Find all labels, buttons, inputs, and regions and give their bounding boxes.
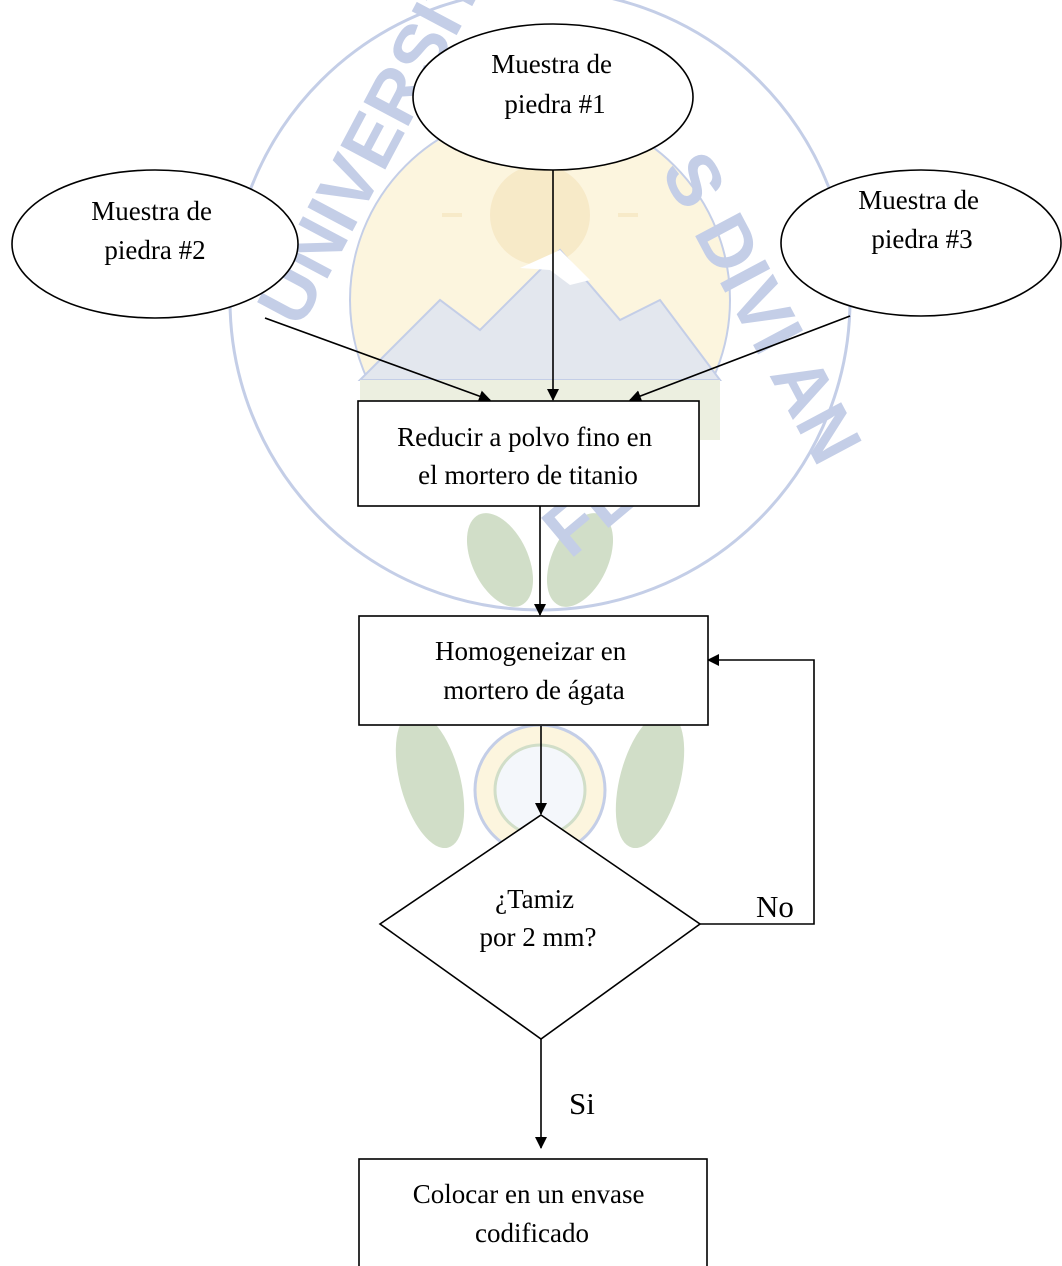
node-sieve-line2: por 2 mm? xyxy=(480,922,597,952)
edge-sample2-to-reduce xyxy=(264,317,491,402)
node-homogenize-label: Homogeneizar en mortero de ágata xyxy=(435,636,633,705)
node-reduce-line1: Reducir a polvo fino en xyxy=(397,422,652,452)
node-store-shape xyxy=(358,1158,708,1266)
node-sample2: Muestra de piedra #2 xyxy=(11,169,299,319)
node-sample1-line1: Muestra de xyxy=(491,49,612,79)
node-sample2-shape xyxy=(11,169,299,319)
node-sample1: Muestra de piedra #1 xyxy=(412,23,694,171)
node-reduce-shape xyxy=(357,400,700,507)
node-sample2-line2: piedra #2 xyxy=(104,235,205,265)
node-reduce: Reducir a polvo fino en el mortero de ti… xyxy=(357,400,700,507)
node-homogenize-shape xyxy=(358,615,709,726)
node-store: Colocar en un envase codificado xyxy=(358,1158,708,1266)
edge-label-no: No xyxy=(756,889,794,924)
node-sample1-shape xyxy=(412,23,694,171)
node-homogenize-line2: mortero de ágata xyxy=(443,675,624,705)
edge-sample3-to-reduce xyxy=(629,315,851,402)
node-sieve-label: ¿Tamiz por 2 mm? xyxy=(480,884,597,952)
node-sample3-shape xyxy=(780,169,1062,317)
node-sample3-line2: piedra #3 xyxy=(871,224,972,254)
node-reduce-label: Reducir a polvo fino en el mortero de ti… xyxy=(397,422,659,490)
node-sieve-shape xyxy=(378,814,702,1040)
edge-sieve-no-loop xyxy=(700,654,815,925)
node-sieve-line1: ¿Tamiz xyxy=(495,884,574,914)
node-sample2-line1: Muestra de xyxy=(91,196,212,226)
node-homogenize: Homogeneizar en mortero de ágata xyxy=(358,615,709,726)
node-sample2-label: Muestra de piedra #2 xyxy=(91,196,218,265)
mountain-icon xyxy=(357,248,722,381)
node-reduce-line2: el mortero de titanio xyxy=(418,460,638,490)
node-store-label: Colocar en un envase codificado xyxy=(413,1179,651,1248)
node-sample1-line2: piedra #1 xyxy=(504,89,605,119)
node-store-line1: Colocar en un envase xyxy=(413,1179,645,1209)
node-sieve: ¿Tamiz por 2 mm? xyxy=(378,814,702,1040)
flowchart-edges xyxy=(264,170,851,1149)
node-sample1-label: Muestra de piedra #1 xyxy=(491,49,618,119)
edge-label-si: Si xyxy=(569,1086,595,1121)
node-store-line2: codificado xyxy=(475,1218,589,1248)
emblem-icon xyxy=(473,723,607,857)
node-sample3-line1: Muestra de xyxy=(858,185,979,215)
node-sample3: Muestra de piedra #3 xyxy=(780,169,1062,317)
wreath-icon xyxy=(395,513,685,849)
node-homogenize-line1: Homogeneizar en xyxy=(435,636,627,666)
node-sample3-label: Muestra de piedra #3 xyxy=(858,185,985,254)
